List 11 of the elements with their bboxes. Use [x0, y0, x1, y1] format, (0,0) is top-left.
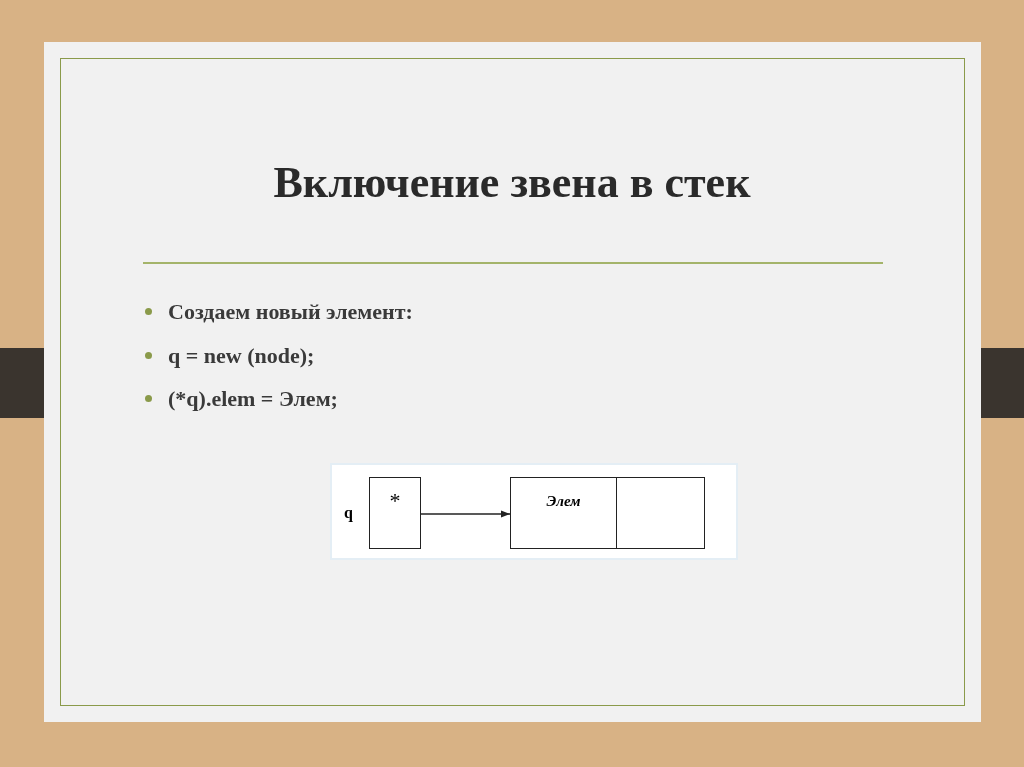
pointer-box	[369, 477, 421, 549]
bullet-text: (*q).elem = Элем;	[168, 385, 338, 414]
field-label: Элем	[546, 494, 581, 509]
field-box	[510, 477, 617, 549]
field-box	[616, 477, 705, 549]
slide-title: Включение звена в стек	[272, 157, 752, 209]
bullet-text: q = new (node);	[168, 341, 315, 370]
variable-name: q	[344, 505, 353, 521]
bullet-text: Создаем новый элемент:	[168, 298, 413, 327]
arrow	[420, 510, 511, 518]
pointer-mark: *	[389, 490, 401, 512]
